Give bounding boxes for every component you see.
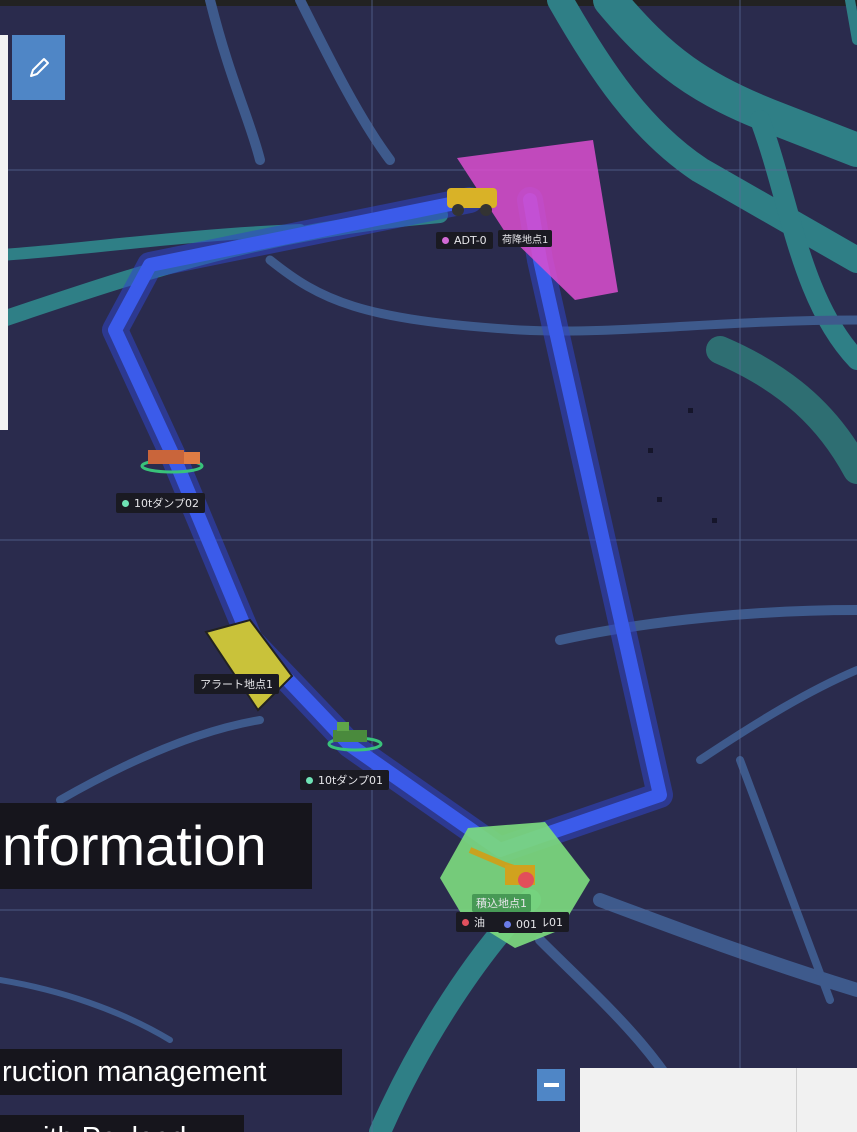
status-dot [442,237,449,244]
marker-label-adt-text: ADT-0 [454,234,487,247]
headline-text: nformation [2,814,267,877]
zone-label-loading-text: 積込地点1 [476,897,527,910]
subtitle2-caption: with Payload [0,1115,244,1132]
dump-truck-01-icon[interactable] [327,722,383,752]
marker-label-001[interactable]: 001 [498,916,543,933]
haul-route [102,187,673,863]
zone-label-unload-text: 荷降地点1 [502,235,549,246]
pencil-icon [29,57,49,77]
side-panel [0,35,8,430]
edit-button[interactable] [12,35,65,100]
adt-truck-icon[interactable] [447,188,497,216]
headline-caption: nformation [0,803,312,889]
unload-zone[interactable] [457,140,618,300]
zone-label-alert-text: アラート地点1 [200,678,273,691]
panel-divider [796,1068,797,1132]
map-dots [648,408,717,523]
marker-label-001-text: 001 [516,918,537,931]
marker-label-dump01-text: 10tダンプ01 [318,774,383,787]
zone-label-alert: アラート地点1 [194,674,279,694]
status-dot [462,918,469,926]
subtitle2-text: with Payload [22,1122,186,1132]
marker-label-adt[interactable]: ADT-0 [436,232,493,249]
marker-label-excavator-text: 油 [474,916,485,929]
zoom-out-button[interactable] [537,1069,565,1101]
info-panel [580,1068,857,1132]
marker-label-dump01[interactable]: 10tダンプ01 [300,770,389,790]
status-dot [122,499,129,507]
zone-label-loading: 積込地点1 [472,894,531,912]
alert-zone[interactable] [204,618,294,712]
excavator-icon[interactable] [468,847,535,888]
status-dot [504,921,511,928]
subtitle-text: ruction management [2,1056,267,1088]
subtitle-caption: ruction management [0,1049,342,1095]
marker-label-dump02[interactable]: 10tダンプ02 [116,493,205,513]
marker-label-dump02-text: 10tダンプ02 [134,497,199,510]
minus-icon [543,1083,559,1087]
status-dot [306,776,313,784]
zone-label-unload: 荷降地点1 [498,230,553,247]
marker-label-extra-text: ル01 [538,916,563,929]
top-strip [0,0,857,6]
dump-truck-02-icon[interactable] [140,450,204,474]
